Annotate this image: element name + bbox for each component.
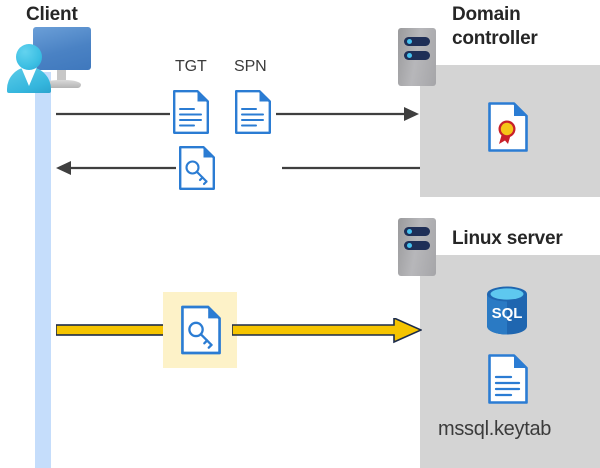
linux-server-title: Linux server [452,228,563,249]
ticket-response-arrow-to-client [56,161,420,175]
client-lifeline [35,72,51,468]
tgt-document-icon [173,90,209,134]
keytab-document-icon [488,354,528,404]
monitor-base-icon [43,80,81,88]
server-led-upper [407,229,412,234]
domain-controller-title: Domain controller [452,4,538,49]
service-ticket-arrow-segment-left [56,324,168,336]
request-arrow-to-domain-controller [56,107,419,121]
server-bay-lower [404,51,430,60]
spn-label: SPN [234,58,267,75]
server-bay-lower [404,241,430,250]
tgt-ticket-document-key-icon [179,146,215,190]
monitor-screen-icon [33,27,91,70]
person-head-icon [16,44,42,70]
linux-server-icon [398,218,436,276]
keytab-filename-label: mssql.keytab [438,418,552,440]
sql-label: SQL [492,305,523,322]
tgt-label: TGT [175,58,207,75]
sql-database-icon: SQL [487,286,527,335]
service-ticket-arrow-segment-right [232,318,422,344]
server-bay-upper [404,37,430,46]
domain-controller-server-icon [398,28,436,86]
client-workstation-icon [5,27,93,93]
client-title: Client [26,4,78,25]
server-bay-upper [404,227,430,236]
service-ticket-document-key-icon [181,305,221,355]
server-led-lower [407,53,412,58]
certificate-document-icon [488,102,528,152]
spn-document-icon [235,90,271,134]
server-led-lower [407,243,412,248]
server-led-upper [407,39,412,44]
monitor-neck-icon [57,70,66,81]
